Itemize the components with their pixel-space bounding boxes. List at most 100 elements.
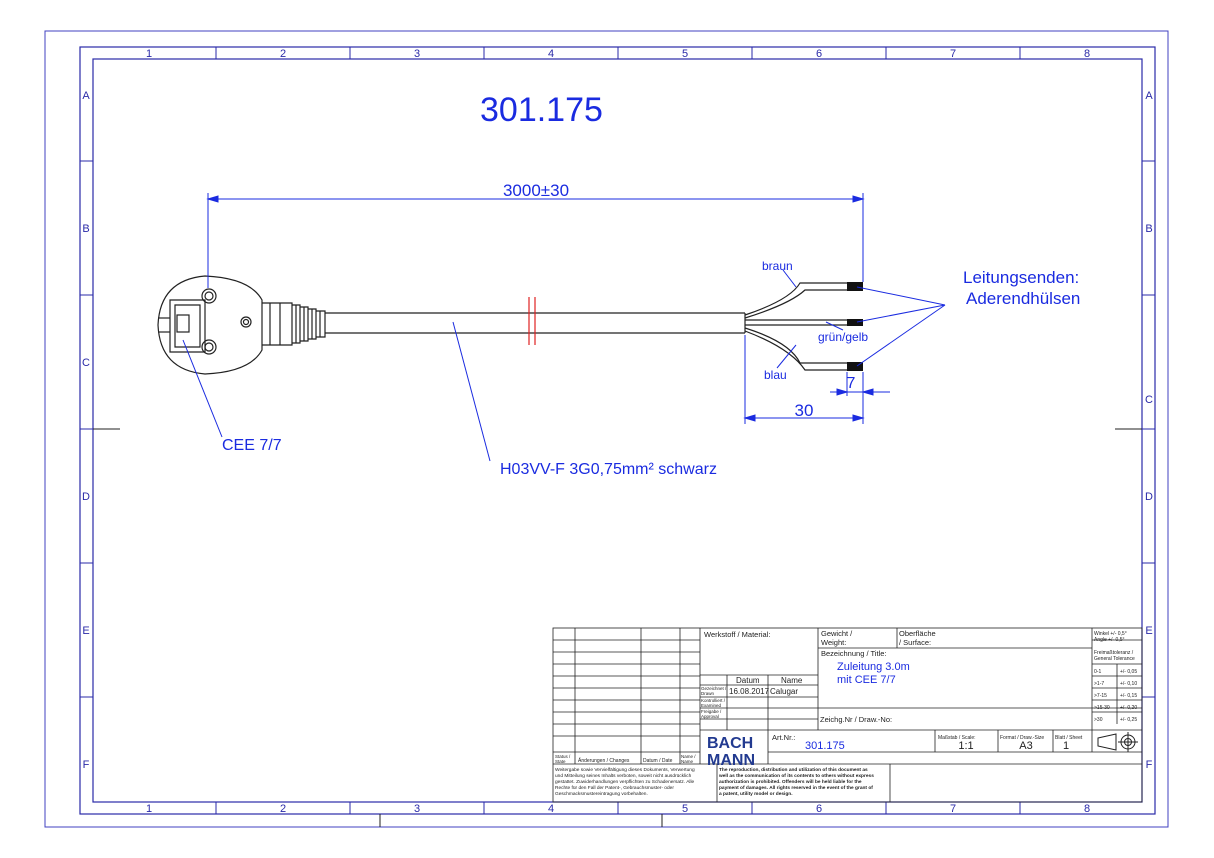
col-label-top: 2	[280, 48, 286, 60]
approval-label: Freigabe /	[701, 709, 722, 714]
drawn-name: Calugar	[770, 687, 798, 696]
col-label-bottom: 1	[146, 803, 152, 815]
col-label-bottom: 5	[682, 803, 688, 815]
projection-symbol-icon	[1097, 732, 1138, 752]
angle-tolerance: Winkel +/- 0,5°	[1094, 631, 1127, 637]
general-tolerance-label: Freimaßtoleranz /	[1094, 650, 1134, 656]
split-length-dimension: 30	[795, 401, 814, 420]
date-col-label: Datum / Date	[643, 758, 673, 764]
col-label-top: 3	[414, 48, 420, 60]
row-label-left: E	[82, 625, 89, 637]
surface-label: Oberfläche	[899, 629, 936, 638]
tolerance-value: +/- 0,20	[1120, 705, 1137, 711]
tolerance-range: >7-15	[1094, 693, 1107, 699]
copyright-de: und Mitteilung seines Inhalts verboten, …	[555, 773, 692, 779]
row-label-left: C	[82, 357, 90, 369]
sheet-value: 1	[1063, 740, 1069, 752]
row-label-left: A	[82, 90, 90, 102]
row-label-right: E	[1145, 625, 1152, 637]
changes-label: Änderungen / Changes	[578, 757, 630, 764]
title-line2: mit CEE 7/7	[837, 674, 896, 686]
wire-label-blau: blau	[764, 368, 787, 382]
tolerance-range: >1-7	[1094, 681, 1104, 687]
col-label-bottom: 6	[816, 803, 822, 815]
row-label-left: F	[83, 759, 90, 771]
row-label-right: A	[1145, 90, 1153, 102]
col-label-top: 1	[146, 48, 152, 60]
title-block-grid	[552, 627, 1143, 803]
tolerance-value: +/- 0,10	[1120, 681, 1137, 687]
col-label-bottom: 3	[414, 803, 420, 815]
logo-line1: BACH	[707, 735, 753, 752]
dimension-length	[206, 193, 865, 288]
copyright-en: a patent, utility model or design.	[719, 791, 793, 797]
copyright-de: Geschmacksmustereintragung vorbehalten.	[555, 791, 648, 797]
frame-column-ticks	[215, 47, 1021, 814]
copyright-en: The reproduction, distribution and utili…	[719, 767, 868, 773]
row-label-right: F	[1146, 759, 1153, 771]
col-label-top: 6	[816, 48, 822, 60]
tolerance-value: +/- 0,05	[1120, 669, 1137, 675]
cable-length-dimension: 3000±30	[503, 181, 569, 200]
examined-label: Kontrolliert /	[701, 698, 726, 703]
title-block-text: Werkstoff / Material: Gewicht / Weight: …	[555, 629, 1137, 797]
article-number-label: Art.Nr.:	[772, 733, 795, 742]
copyright-de: Rechte für den Fall der Patent-, Gebrauc…	[555, 785, 674, 791]
col-label-top: 4	[548, 48, 554, 60]
bachmann-logo: BACH MANN	[707, 735, 755, 769]
cable-spec-label: H03VV-F 3G0,75mm² schwarz	[500, 461, 717, 478]
scale-value: 1:1	[958, 740, 973, 752]
wire-ends-label-line2: Aderendhülsen	[966, 289, 1080, 308]
surface-label: / Surface:	[899, 638, 931, 647]
tolerance-value: +/- 0,25	[1120, 717, 1137, 723]
break-mark	[528, 297, 536, 345]
status-label: State	[555, 759, 566, 764]
wire-label-gruengelb: grün/gelb	[818, 330, 868, 344]
material-label: Werkstoff / Material:	[704, 630, 770, 639]
weight-label: Weight:	[821, 638, 846, 647]
copyright-en: authorization is prohibited. Offenders w…	[719, 779, 862, 785]
row-label-right: D	[1145, 491, 1153, 503]
scale-label: Maßstab / Scale:	[938, 735, 976, 741]
drawn-date: 16.08.2017	[729, 687, 770, 696]
drawn-label: Drawn	[701, 691, 715, 696]
plug-cee77	[157, 275, 326, 375]
title-line1: Zuleitung 3.0m	[837, 661, 910, 673]
centering-marks	[93, 428, 1142, 827]
name-header: Name	[781, 676, 803, 685]
wire-label-braun: braun	[762, 259, 793, 273]
wire-ends-label-line1: Leitungsenden:	[963, 268, 1079, 287]
sheet-label: Blatt / Sheet	[1055, 735, 1083, 741]
col-label-bottom: 7	[950, 803, 956, 815]
leader-lines	[182, 269, 946, 462]
tolerance-range: 0-1	[1094, 669, 1101, 675]
date-header: Datum	[736, 676, 760, 685]
col-label-top: 7	[950, 48, 956, 60]
part-number-heading: 301.175	[480, 91, 603, 129]
copyright-en: payment of damages. All rights reserved …	[719, 785, 873, 791]
col-label-bottom: 4	[548, 803, 554, 815]
row-label-left: B	[82, 223, 89, 235]
general-tolerance-label: General Tolerance	[1094, 656, 1135, 662]
wire-ferrules	[847, 282, 863, 371]
row-label-right: B	[1145, 223, 1152, 235]
format-value: A3	[1019, 740, 1032, 752]
col-label-top: 8	[1084, 48, 1090, 60]
row-label-right: C	[1145, 394, 1153, 406]
tolerance-value: +/- 0,15	[1120, 693, 1137, 699]
strip-length-dimension: 7	[847, 375, 856, 392]
plug-type-label: CEE 7/7	[222, 437, 282, 454]
cable-body	[325, 282, 847, 371]
dimension-split	[743, 335, 890, 424]
col-label-bottom: 2	[280, 803, 286, 815]
copyright-de: Weitergabe sowie Vervielfältigung dieses…	[555, 767, 695, 773]
col-label-bottom: 8	[1084, 803, 1090, 815]
angle-tolerance: Angle +/- 0,5°	[1094, 637, 1125, 643]
tolerance-range: >30	[1094, 717, 1103, 723]
name-col-label: Name	[681, 759, 694, 764]
copyright-en: well as the communication of its content…	[718, 773, 874, 779]
format-label: Format / Draw.-Size	[1000, 735, 1044, 741]
approval-label: Approval	[701, 714, 719, 719]
frame-row-ticks	[80, 160, 1155, 698]
